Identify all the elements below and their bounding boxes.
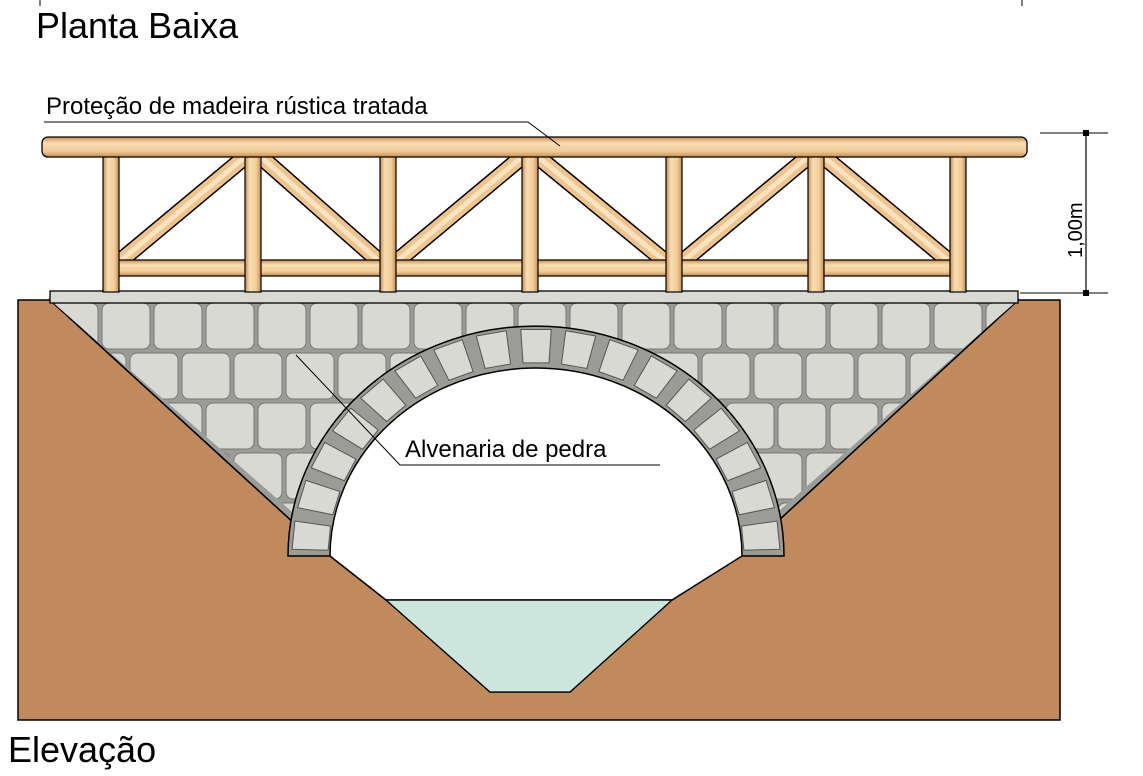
masonry-stone	[205, 402, 255, 450]
arch-voussoir	[633, 355, 678, 399]
arch-voussoir	[475, 330, 512, 369]
masonry-stone	[101, 302, 151, 350]
arch-voussoir	[731, 479, 775, 516]
railing-brace-highlight	[259, 155, 382, 264]
railing-post	[521, 149, 539, 293]
railing-leader-line	[44, 121, 561, 147]
railing-label: Proteção de madeira rústica tratada	[46, 93, 428, 120]
masonry-stone	[153, 302, 203, 350]
arch-voussoir	[693, 407, 741, 450]
railing-brace-highlight	[117, 155, 247, 264]
railing-post	[379, 149, 397, 293]
masonry-stone	[181, 352, 231, 400]
masonry-stone	[857, 352, 907, 400]
arch-voussoir	[297, 479, 341, 516]
masonry-stone	[701, 352, 751, 400]
railing-post	[807, 149, 825, 293]
masonry-stone	[233, 352, 283, 400]
arch-voussoir	[310, 441, 357, 482]
masonry-stone	[257, 302, 307, 350]
railing-brace-highlight	[394, 155, 524, 264]
railing-post	[665, 149, 683, 293]
railing-post	[102, 149, 120, 293]
arch-voussoir	[520, 329, 552, 364]
deck-slab	[49, 290, 1019, 304]
masonry-stone	[805, 352, 855, 400]
arch-voussoir	[560, 330, 597, 369]
masonry-stone	[881, 302, 931, 350]
masonry-stone	[777, 402, 827, 450]
height-dimension: 1,00m	[1020, 130, 1108, 296]
railing-post	[244, 149, 262, 293]
arch-voussoir	[665, 378, 712, 422]
plan-title: Planta Baixa	[36, 5, 239, 46]
elevation-title: Elevação	[8, 729, 156, 770]
arch-opening	[329, 367, 743, 601]
stone-arch	[287, 325, 785, 601]
arch-voussoir	[360, 378, 407, 422]
masonry-stone	[777, 302, 827, 350]
masonry-stone	[829, 302, 879, 350]
masonry-stone	[361, 302, 411, 350]
wooden-railing	[41, 136, 1028, 293]
masonry-stone	[621, 302, 671, 350]
arch-voussoir	[394, 355, 439, 399]
masonry-stone	[285, 352, 335, 400]
railing-post	[949, 149, 967, 293]
masonry-stone	[257, 402, 307, 450]
masonry-stone	[753, 352, 803, 400]
masonry-stone	[673, 302, 723, 350]
arch-voussoir	[433, 339, 474, 381]
railing-brace-highlight	[822, 155, 952, 264]
arch-voussoir	[598, 339, 639, 381]
railing-brace-highlight	[536, 155, 668, 264]
railing-top-rail	[41, 136, 1028, 158]
masonry-stone	[205, 302, 255, 350]
arch-voussoir	[291, 520, 331, 551]
masonry-label: Alvenaria de pedra	[405, 436, 607, 463]
masonry-stone	[309, 302, 359, 350]
arch-voussoir	[741, 520, 781, 551]
railing-brace-highlight	[680, 155, 810, 264]
masonry-stone	[725, 302, 775, 350]
masonry-leader-line	[295, 354, 660, 466]
height-dimension-label: 1,00m	[1065, 202, 1087, 258]
arch-voussoir	[715, 441, 762, 482]
